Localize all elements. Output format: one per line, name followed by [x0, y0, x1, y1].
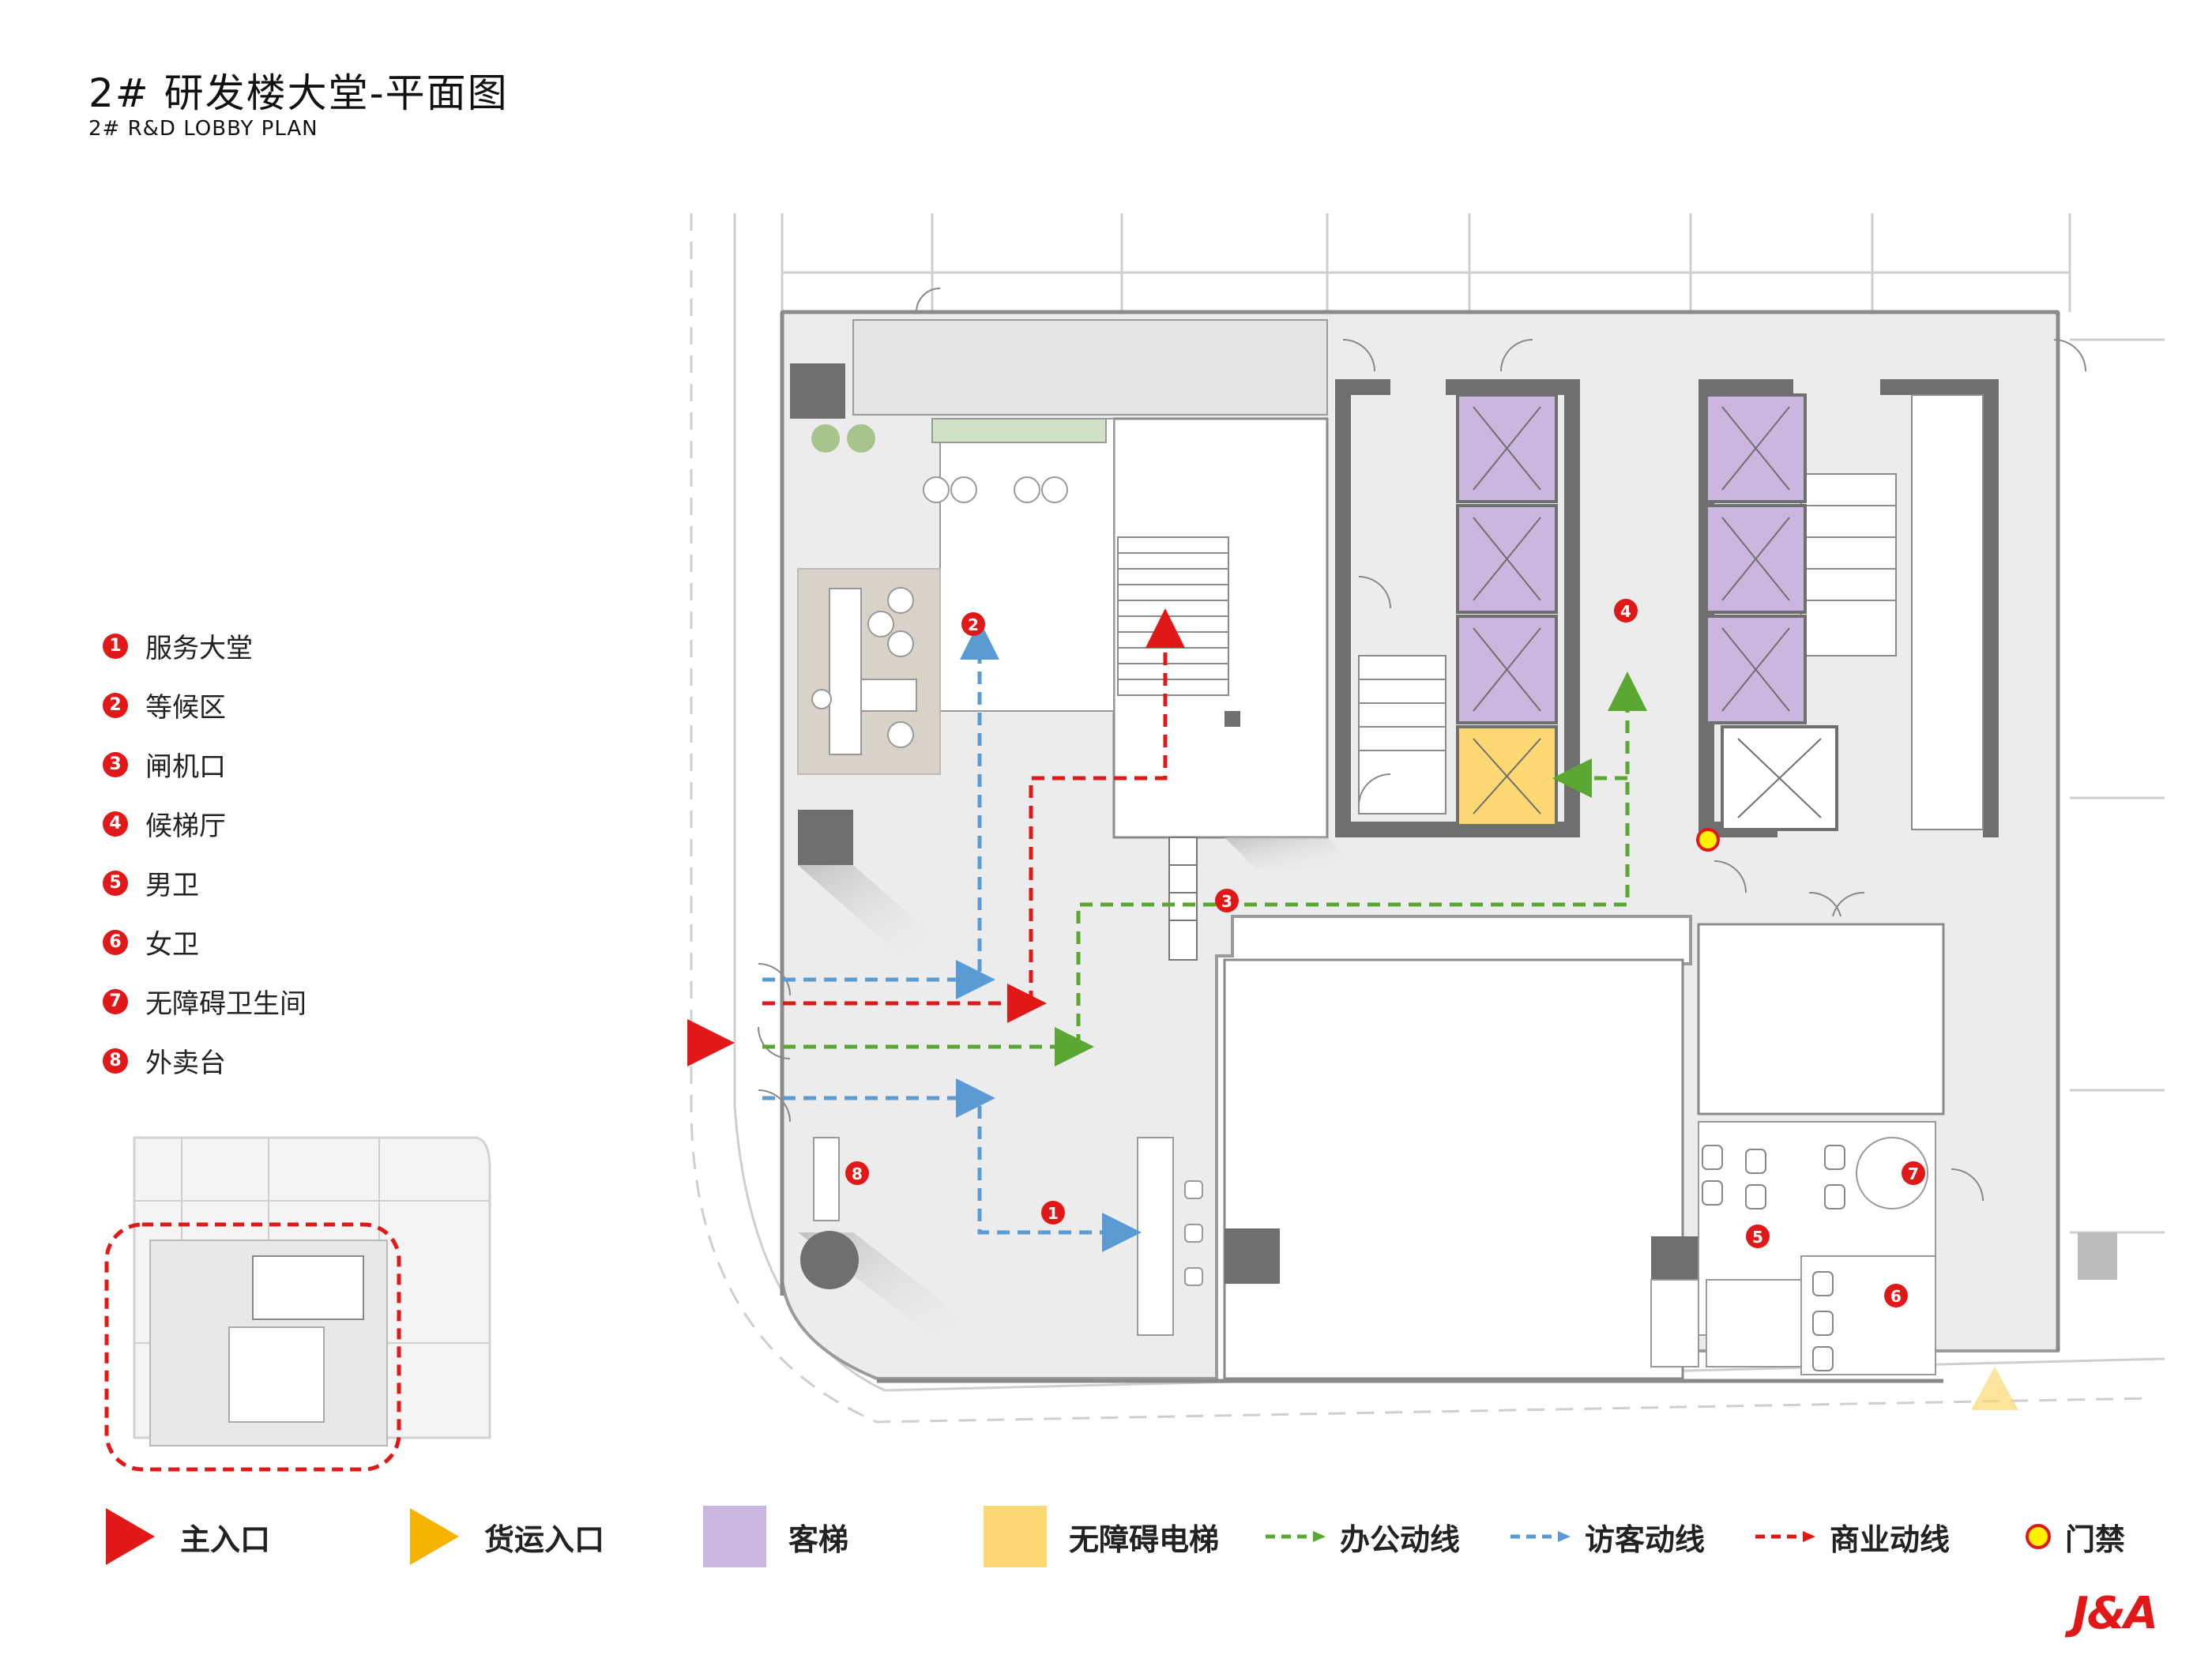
legend-label: 闸机口 — [145, 751, 226, 783]
marker-badge: 4 — [103, 811, 128, 837]
legend-commercial-route-label: 商业动线 — [1830, 1522, 1951, 1557]
legend-item: 1 服务大堂 — [103, 616, 307, 675]
legend-passenger-elevator: 客梯 — [703, 1501, 848, 1572]
legend-accessible-elevator: 无障碍电梯 — [984, 1501, 1219, 1572]
brand-logo: J&A — [2071, 1588, 2158, 1639]
void-right — [1697, 923, 1945, 1115]
legend-item: 8 外卖台 — [103, 1031, 307, 1090]
marker-badge: 8 — [103, 1048, 128, 1074]
service-desk — [1137, 1137, 1174, 1336]
marker-6: 6 — [1890, 1287, 1902, 1306]
legend-label: 无障碍卫生间 — [145, 988, 307, 1020]
legend-label: 男卫 — [145, 870, 199, 901]
route-visitor — [762, 620, 1142, 1252]
takeaway-counter — [813, 1137, 840, 1221]
legend-accessible-elevator-label: 无障碍电梯 — [1069, 1522, 1220, 1557]
main-entrance-arrow — [687, 1019, 735, 1066]
marker-7: 7 — [1908, 1164, 1919, 1183]
legend-item: 5 男卫 — [103, 853, 307, 912]
stair-core-right — [1800, 394, 1984, 830]
marker-badge: 6 — [103, 929, 128, 955]
legend-visitor-route: 访客动线 — [1509, 1501, 1705, 1572]
main-entrance-icon — [106, 1508, 155, 1565]
route-commercial — [762, 608, 1185, 1023]
commercial-route-icon — [1755, 1531, 1815, 1542]
core-walls — [790, 363, 2117, 1284]
stair-core-left — [1358, 655, 1446, 814]
bottom-legend: 主入口 货运入口 客梯 无障碍电梯 办公动线 访客动线 商业动线 门禁 — [103, 1501, 2157, 1572]
legend-passenger-elevator-label: 客梯 — [788, 1522, 849, 1557]
void-atrium — [1223, 958, 1684, 1380]
marker-badge: 2 — [103, 692, 128, 718]
key-plan — [104, 1136, 491, 1472]
route-office — [762, 672, 1647, 1066]
legend-label: 服务大堂 — [145, 633, 253, 664]
legend-freight-entrance: 货运入口 — [407, 1501, 604, 1572]
marker-4: 4 — [1620, 602, 1631, 621]
legend-label: 等候区 — [145, 692, 226, 724]
freight-entrance-arrow — [1971, 1367, 2018, 1410]
legend-item: 4 候梯厅 — [103, 794, 307, 853]
legend-office-route: 办公动线 — [1264, 1501, 1460, 1572]
marker-badge: 7 — [103, 988, 128, 1014]
waiting-rug — [797, 568, 941, 775]
marker-5: 5 — [1752, 1228, 1763, 1247]
access-control-dot — [1696, 828, 1720, 852]
access-control-icon — [2026, 1524, 2051, 1549]
legend-freight-entrance-label: 货运入口 — [484, 1522, 605, 1557]
legend-office-route-label: 办公动线 — [1340, 1522, 1461, 1557]
legend-label: 候梯厅 — [145, 811, 226, 842]
marker-1: 1 — [1048, 1204, 1059, 1223]
page-title: 2# 研发楼大堂-平面图 — [88, 70, 509, 116]
marker-8: 8 — [852, 1164, 863, 1183]
passenger-elevators — [1456, 393, 1807, 724]
marker-2: 2 — [968, 615, 979, 634]
office-route-icon — [1266, 1531, 1326, 1542]
legend-item: 6 女卫 — [103, 912, 307, 972]
legend-visitor-route-label: 访客动线 — [1585, 1522, 1706, 1557]
legend-main-entrance: 主入口 — [103, 1501, 270, 1572]
visitor-route-icon — [1510, 1531, 1571, 1542]
marker-3: 3 — [1221, 892, 1232, 911]
legend-commercial-route: 商业动线 — [1754, 1501, 1950, 1572]
legend-label: 外卖台 — [145, 1048, 226, 1079]
marker-badge: 1 — [103, 633, 128, 659]
legend-label: 女卫 — [145, 929, 199, 961]
room-legend: 1 服务大堂 2 等候区 3 闸机口 4 候梯厅 5 男卫 6 女卫 7 无障碍卫生间 8 外卖… — [103, 616, 307, 1090]
passenger-elevator-swatch — [703, 1506, 766, 1567]
legend-item: 7 无障碍卫生间 — [103, 972, 307, 1031]
legend-item: 3 闸机口 — [103, 735, 307, 794]
stair-left — [1117, 536, 1229, 696]
plan-markers: 1 2 3 4 5 6 7 8 — [845, 599, 1925, 1307]
accessible-elevator-swatch — [984, 1506, 1047, 1567]
legend-access-control-label: 门禁 — [2065, 1522, 2126, 1557]
legend-access-control: 门禁 — [2022, 1501, 2125, 1572]
freight-entrance-icon — [410, 1508, 459, 1565]
round-column — [800, 1231, 859, 1289]
legend-item: 2 等候区 — [103, 675, 307, 735]
marker-badge: 5 — [103, 870, 128, 896]
legend-main-entrance-label: 主入口 — [180, 1522, 271, 1557]
marker-badge: 3 — [103, 751, 128, 777]
page-subtitle: 2# R&D LOBBY PLAN — [88, 117, 318, 141]
turnstiles — [1168, 837, 1198, 961]
